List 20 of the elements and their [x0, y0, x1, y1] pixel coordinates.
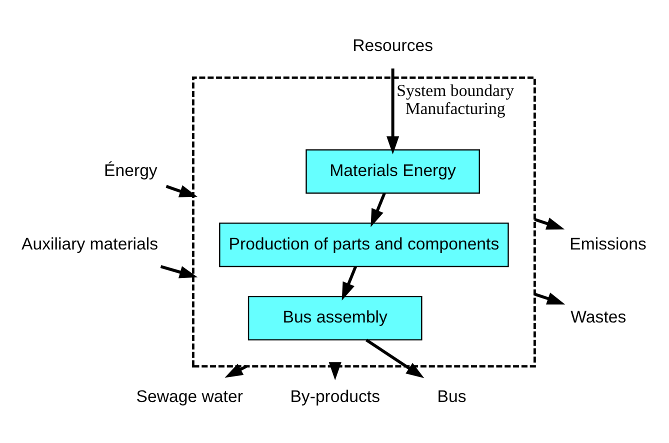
node-text: Auxiliary materials [22, 234, 158, 253]
node-text: Énergy [104, 160, 158, 180]
arrow [166, 184, 198, 197]
arrow [328, 362, 342, 380]
arrow [386, 68, 400, 154]
node-text: Bus [437, 386, 466, 406]
node-box: Bus assembly [248, 295, 422, 340]
arrow [370, 192, 386, 227]
arrow [160, 264, 198, 278]
node-text: Emissions [570, 234, 646, 253]
node-text: Wastes [570, 307, 626, 326]
arrow [534, 217, 565, 230]
arrow [342, 266, 357, 300]
node-box: Materials Energy [306, 148, 480, 194]
arrow [534, 292, 566, 304]
node-text: By-products [290, 386, 380, 406]
arrow [366, 338, 424, 378]
node-box: Production of parts and components [219, 222, 509, 267]
node-text: Sewage water [136, 386, 243, 406]
node-text: Resources [352, 35, 434, 54]
